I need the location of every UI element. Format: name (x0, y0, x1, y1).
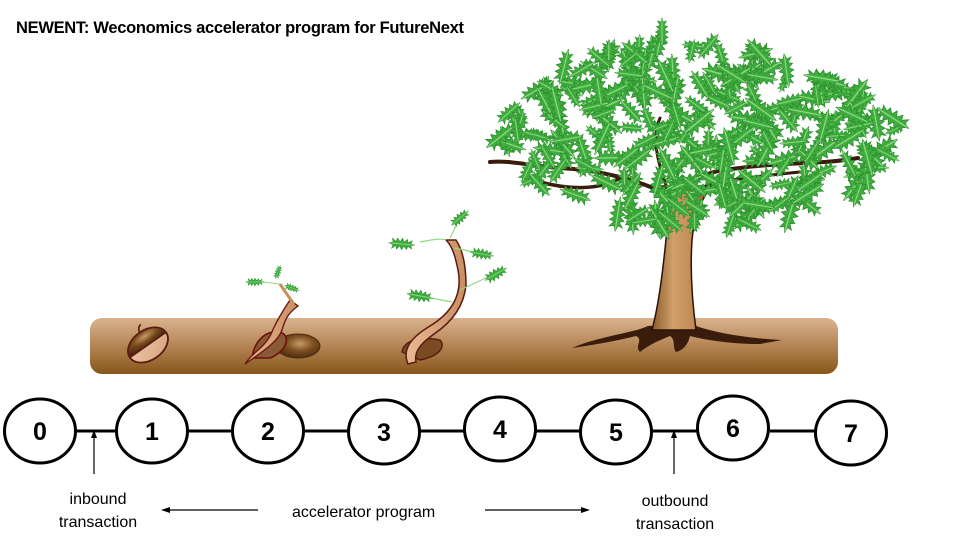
timeline-node-circle (814, 399, 888, 467)
inbound-arrow-icon (91, 430, 97, 474)
timeline-node-circle (463, 395, 537, 463)
inbound-transaction-label: inbound transaction (48, 488, 148, 534)
timeline-node-1: 1 (115, 397, 189, 465)
leaf-icon (520, 125, 550, 145)
timeline-node-label: 6 (726, 415, 740, 443)
tree-canopy (481, 17, 914, 244)
timeline-node-7: 7 (814, 399, 888, 467)
timeline-node-circle (231, 397, 305, 465)
inbound-label-line2: transaction (58, 514, 138, 531)
timeline-node-label: 7 (844, 420, 858, 448)
arrow-left-icon (161, 507, 258, 513)
timeline-node-circle (347, 398, 421, 466)
timeline-node-circle (696, 394, 770, 462)
timeline-node-label: 5 (609, 419, 623, 447)
timeline-node-2: 2 (231, 397, 305, 465)
timeline-nodes: 0 1 2 3 4 5 6 7 (3, 394, 888, 467)
outbound-label-line2: transaction (635, 516, 715, 533)
soil-strip (90, 318, 838, 374)
accelerator-program-label: accelerator program (292, 504, 436, 521)
timeline-node-label: 1 (145, 418, 159, 446)
timeline-node-label: 3 (377, 419, 391, 447)
timeline-node-circle (115, 397, 189, 465)
slide-title: NEWENT: Weconomics accelerator program f… (16, 19, 464, 37)
timeline-node-6: 6 (696, 394, 770, 462)
sprouting-acorn-icon (244, 263, 321, 365)
timeline-node-5: 5 (579, 398, 653, 466)
timeline-node-circle (579, 398, 653, 466)
inbound-label-line1: inbound (69, 491, 127, 508)
outbound-label-line1: outbound (641, 493, 709, 510)
timeline-node-4: 4 (463, 395, 537, 463)
timeline-node-0: 0 (3, 397, 77, 465)
oak-tree-icon (481, 17, 914, 352)
outbound-arrow-icon (671, 430, 677, 474)
leaf-icon (655, 17, 669, 47)
seedling-icon (388, 206, 510, 365)
outbound-transaction-label: outbound transaction (625, 490, 725, 536)
timeline-node-label: 4 (493, 416, 507, 444)
arrow-right-icon (485, 507, 590, 513)
timeline-node-3: 3 (347, 398, 421, 466)
acorn-icon (127, 323, 169, 364)
timeline-node-circle (3, 397, 77, 465)
timeline-node-label: 0 (33, 418, 47, 446)
leaf-icon (618, 120, 646, 135)
timeline-node-label: 2 (261, 418, 275, 446)
